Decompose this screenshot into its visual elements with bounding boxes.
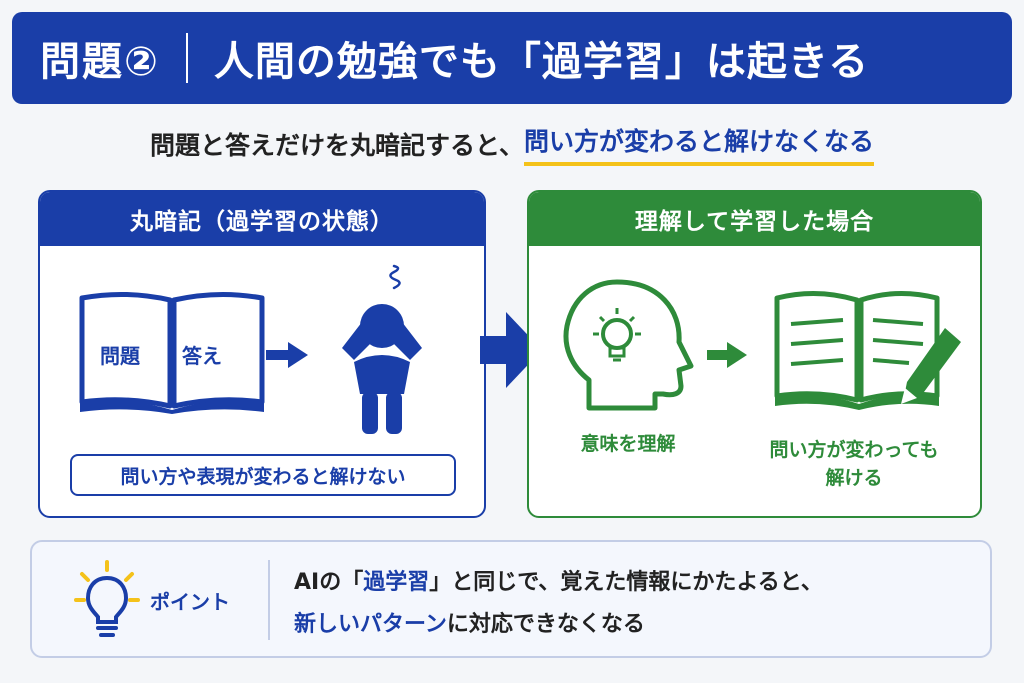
- memorize-panel: 丸暗記（過学習の状態） 問題 答え 問い方や表現が変わると解けない: [38, 190, 486, 518]
- point-line1-a: AIの「: [294, 570, 364, 595]
- title-divider: [185, 33, 188, 83]
- title-label: 問題②: [40, 39, 160, 85]
- understand-caption: 意味を理解: [580, 433, 676, 455]
- point-line1-b: 過学習: [363, 570, 430, 595]
- point-line-2: 新しいパターンに対応できなくなる: [294, 606, 645, 638]
- solve-caption-line1: 問い方が変わっても: [769, 439, 939, 461]
- subtitle: 問題と答えだけを丸暗記すると、 問い方が変わると解けなくなる: [0, 120, 1024, 168]
- memorize-note: 問い方や表現が変わると解けない: [70, 454, 456, 496]
- understand-panel-heading: 理解して学習した場合: [529, 192, 980, 246]
- head-lightbulb-icon: [563, 279, 694, 411]
- understand-panel: 理解して学習した場合 意味を理解 問い方が変わっても 解ける: [527, 190, 982, 518]
- subtitle-highlight: 問い方が変わると解けなくなる: [524, 122, 875, 166]
- point-line1-c: 」と同じで、覚えた情報にかたよると、: [429, 570, 823, 595]
- arrow-right-icon: [266, 342, 308, 368]
- book-pencil-icon: [774, 290, 961, 410]
- point-line2-a: 新しいパターン: [294, 612, 447, 637]
- big-arrow-right-icon: [480, 312, 542, 388]
- memorize-panel-heading: 丸暗記（過学習の状態）: [40, 192, 484, 246]
- solve-caption-line2: 解ける: [825, 467, 883, 489]
- point-line2-b: に対応できなくなる: [446, 612, 645, 637]
- subtitle-prefix: 問題と答えだけを丸暗記すると、: [149, 131, 524, 160]
- confused-person-icon: [342, 264, 422, 434]
- green-arrow-right-icon: [707, 342, 747, 368]
- lightbulb-icon: [74, 560, 140, 637]
- point-line-1: AIの「過学習」と同じで、覚えた情報にかたよると、: [294, 564, 823, 596]
- book-right-label: 答え: [182, 344, 222, 368]
- book-left-label: 問題: [100, 344, 140, 368]
- point-divider: [268, 560, 270, 640]
- point-box: ポイント AIの「過学習」と同じで、覚えた情報にかたよると、 新しいパターンに対…: [30, 540, 992, 658]
- point-label: ポイント: [150, 590, 230, 614]
- title-bar: 問題② 人間の勉強でも「過学習」は起きる: [12, 12, 1012, 104]
- title-text: 人間の勉強でも「過学習」は起きる: [213, 39, 870, 85]
- open-book-icon: [79, 291, 265, 414]
